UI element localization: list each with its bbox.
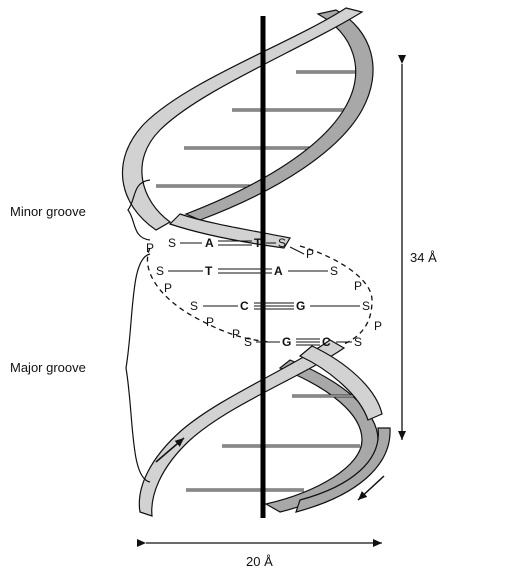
pair-1-left-sugar: S [168, 236, 176, 250]
upper-helix [121, 7, 374, 249]
major-groove-label: Major groove [10, 360, 86, 375]
phosphate-label: P [306, 247, 314, 261]
pair-3-right-sugar: S [362, 299, 370, 313]
pair-3-right-base: G [296, 299, 305, 313]
pair-2-right-base: A [274, 264, 283, 278]
pair-4-right-base: C [322, 335, 331, 349]
pair-4-left-sugar: S [244, 335, 252, 349]
base-pair-rows: P S A T S P S T A S P P S C G S P P S [146, 236, 382, 349]
phosphate-label: P [374, 319, 382, 333]
pair-4-right-sugar: S [354, 335, 362, 349]
pair-1-right-base: T [254, 236, 262, 250]
phosphate-label: P [354, 279, 362, 293]
minor-groove-brace [127, 179, 151, 241]
backbone-dashes [146, 245, 373, 345]
major-groove-brace [125, 253, 151, 483]
upper-rungs-inner [156, 71, 364, 187]
pair-3-left-base: C [240, 299, 249, 313]
phosphate-label: P [146, 241, 154, 255]
diameter-label: 20 Å [246, 554, 273, 569]
strand-direction-arrow-down [357, 475, 385, 501]
pair-3-left-sugar: S [190, 299, 198, 313]
lower-helix [138, 339, 391, 517]
strand-direction-arrow-up [155, 437, 185, 463]
pair-1-left-base: A [205, 236, 214, 250]
lower-rungs-inner [186, 395, 360, 491]
pair-4-left-base: G [282, 335, 291, 349]
phosphate-label: P [164, 281, 172, 295]
pair-2-right-sugar: S [330, 264, 338, 278]
pitch-label: 34 Å [410, 250, 437, 265]
phosphate-label: P [206, 315, 214, 329]
pair-2-left-sugar: S [156, 264, 164, 278]
minor-groove-label: Minor groove [10, 204, 86, 219]
pair-2-left-base: T [205, 264, 213, 278]
pair-1-right-sugar: S [278, 236, 286, 250]
phosphate-label: P [232, 327, 240, 341]
